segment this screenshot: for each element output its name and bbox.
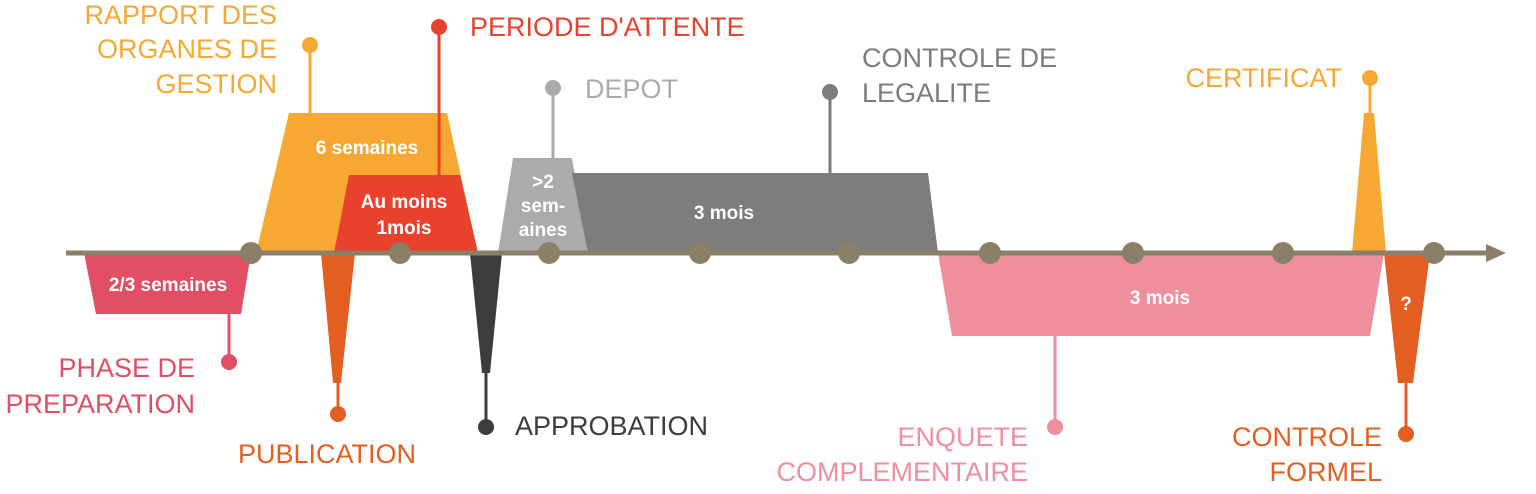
axis-dot bbox=[689, 242, 711, 264]
preparation-shape bbox=[84, 253, 251, 314]
approbation-label: APPROBATION bbox=[515, 411, 708, 441]
axis-dot bbox=[538, 242, 560, 264]
attente-duration-1: Au moins bbox=[361, 192, 448, 213]
attente-duration-2: 1mois bbox=[377, 218, 432, 239]
depot-shape bbox=[498, 158, 588, 253]
approbation-pin bbox=[478, 419, 494, 435]
publication-label: PUBLICATION bbox=[238, 439, 416, 469]
depot-duration-2: sem- bbox=[521, 196, 565, 217]
certificat-shape bbox=[1352, 113, 1386, 253]
rapport-duration: 6 semaines bbox=[316, 138, 418, 159]
axis-dot bbox=[240, 242, 262, 264]
preparation-label-1: PHASE DE bbox=[58, 353, 195, 383]
legalite-label-1: CONTROLE DE bbox=[862, 43, 1057, 73]
formel-label-2: FORMEL bbox=[1269, 457, 1382, 487]
attente-pin bbox=[431, 19, 447, 35]
legalite-pin bbox=[822, 84, 838, 100]
preparation-pin bbox=[221, 354, 237, 370]
enquete-duration: 3 mois bbox=[1130, 288, 1190, 309]
formel-duration: ? bbox=[1400, 294, 1412, 315]
legalite-duration: 3 mois bbox=[694, 203, 754, 224]
axis-dots bbox=[240, 242, 1445, 264]
enquete-label-2: COMPLEMENTAIRE bbox=[776, 457, 1028, 487]
axis-dot bbox=[979, 242, 1001, 264]
legalite-shape bbox=[572, 173, 938, 253]
certificat-pin bbox=[1362, 70, 1378, 86]
axis-dot bbox=[1272, 242, 1294, 264]
axis-dot bbox=[389, 242, 411, 264]
enquete-label-1: ENQUETE bbox=[897, 422, 1028, 452]
rapport-pin bbox=[302, 37, 318, 53]
depot-duration-3: aines bbox=[519, 220, 568, 241]
enquete-shape bbox=[938, 253, 1384, 336]
depot-duration-1: >2 bbox=[532, 172, 554, 193]
axis-dot bbox=[1122, 242, 1144, 264]
enquete-pin bbox=[1047, 419, 1063, 435]
preparation-duration: 2/3 semaines bbox=[109, 275, 227, 296]
formel-pin bbox=[1398, 426, 1414, 442]
rapport-label-1: RAPPORT DES bbox=[84, 0, 277, 30]
rapport-label-2: ORGANES DE bbox=[97, 34, 277, 64]
depot-label: DEPOT bbox=[585, 74, 678, 104]
axis-dot bbox=[1423, 242, 1445, 264]
publication-pin bbox=[330, 406, 346, 422]
axis-dot bbox=[838, 242, 860, 264]
formel-shape bbox=[1384, 253, 1430, 383]
preparation-label-2: PREPARATION bbox=[5, 389, 195, 419]
attente-label: PERIODE D'ATTENTE bbox=[470, 12, 745, 42]
attente-shape bbox=[334, 175, 478, 253]
certificat-label: CERTIFICAT bbox=[1185, 63, 1342, 93]
rapport-label-3: GESTION bbox=[155, 69, 277, 99]
formel-label-1: CONTROLE bbox=[1232, 422, 1382, 452]
depot-pin bbox=[545, 80, 561, 96]
axis-arrowhead bbox=[1486, 244, 1506, 262]
publication-shape bbox=[321, 253, 355, 383]
legalite-label-2: LEGALITE bbox=[862, 78, 991, 108]
approbation-shape bbox=[470, 253, 502, 373]
